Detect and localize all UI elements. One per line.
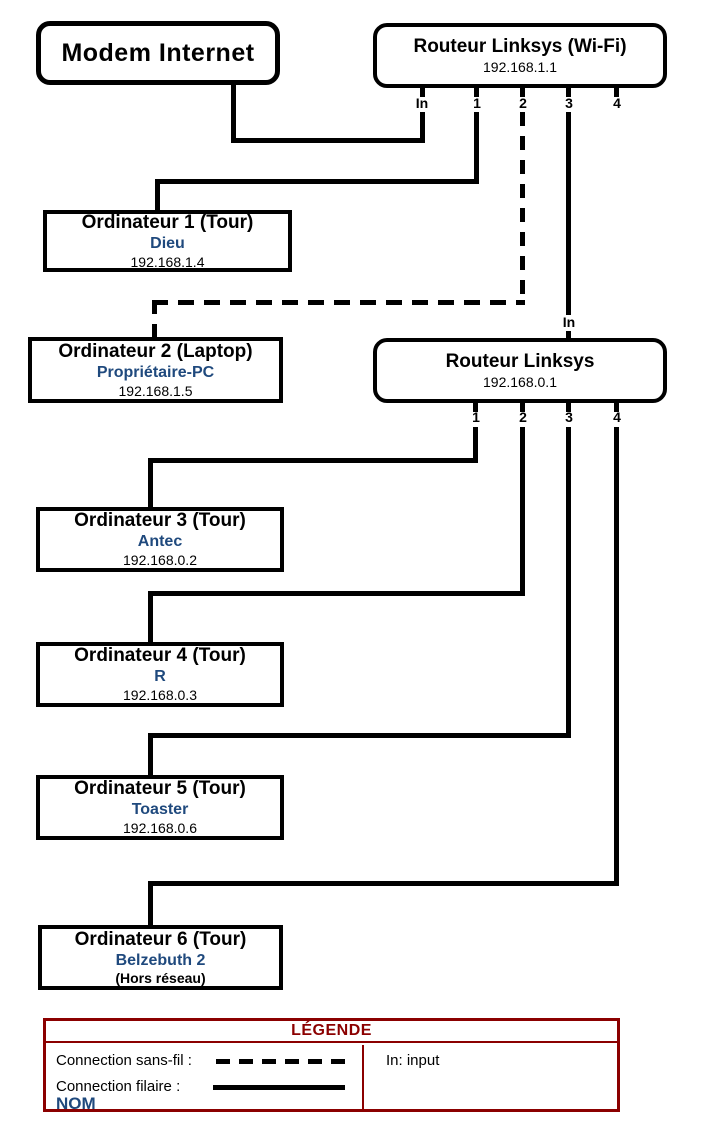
- wire-r2p4-horizontal: [148, 881, 619, 886]
- router1-port-1-label: 1: [473, 95, 481, 111]
- wire-r1p3-to-r2: [566, 112, 571, 315]
- router1-port-in-label: In: [415, 95, 429, 111]
- wire-r2p3-horizontal: [148, 733, 571, 738]
- computer5-name: Toaster: [131, 801, 189, 818]
- router2-title: Routeur Linksys: [445, 350, 595, 372]
- wire-r2p2-to-ord4: [148, 591, 153, 642]
- router2-port-4-stub: [614, 403, 619, 412]
- wire-wifi-to-ord2: [152, 300, 157, 337]
- computer1-title: Ordinateur 1 (Tour): [81, 211, 254, 233]
- wire-wifi-down: [520, 112, 525, 304]
- wire-r1p1-down: [474, 112, 479, 184]
- computer4-box: Ordinateur 4 (Tour) R 192.168.0.3: [36, 642, 284, 707]
- router2-port-2-stub: [520, 403, 525, 412]
- wire-r2p4-down: [614, 427, 619, 886]
- computer5-ip: 192.168.0.6: [123, 820, 197, 836]
- router2-in-stub: [566, 331, 571, 338]
- router1-port-3-stub: [566, 88, 571, 97]
- router2-in-label: In: [562, 314, 576, 330]
- computer1-ip: 192.168.1.4: [130, 253, 205, 270]
- router2-port-4-label: 4: [613, 409, 621, 425]
- computer2-name: Propriétaire-PC: [96, 363, 215, 381]
- computer1-name: Dieu: [150, 234, 185, 252]
- legend-in-note: In: input: [386, 1052, 440, 1069]
- router2-port-2-label: 2: [519, 409, 527, 425]
- computer2-box: Ordinateur 2 (Laptop) Propriétaire-PC 19…: [28, 337, 283, 403]
- router1-port-1-stub: [474, 88, 479, 97]
- wire-r2p2-down: [520, 427, 525, 596]
- computer3-name: Antec: [137, 533, 183, 550]
- computer6-title: Ordinateur 6 (Tour): [74, 928, 247, 950]
- modem-box: Modem Internet: [36, 21, 280, 85]
- computer6-box: Ordinateur 6 (Tour) Belzebuth 2 (Hors ré…: [38, 925, 283, 990]
- computer4-name: R: [154, 668, 166, 685]
- wire-r2p2-horizontal: [148, 591, 525, 596]
- router1-port-4-stub: [614, 88, 619, 97]
- router1-port-in-stub: [420, 88, 425, 97]
- wire-r2p4-to-ord6: [148, 881, 153, 925]
- router1-port-3-label: 3: [565, 95, 573, 111]
- legend-name-label: NOM: [56, 1094, 96, 1113]
- router1-ip: 192.168.1.1: [483, 58, 557, 75]
- computer3-title: Ordinateur 3 (Tour): [74, 510, 246, 531]
- router2-box: Routeur Linksys 192.168.0.1: [373, 338, 667, 403]
- router2-port-3-stub: [566, 403, 571, 412]
- modem-title: Modem Internet: [61, 38, 255, 67]
- router1-port-4-label: 4: [613, 95, 621, 111]
- computer3-box: Ordinateur 3 (Tour) Antec 192.168.0.2: [36, 507, 284, 572]
- router1-port-2-stub: [520, 88, 525, 97]
- wire-r1p1-to-ord1: [155, 179, 160, 210]
- computer4-ip: 192.168.0.3: [123, 687, 197, 703]
- computer3-ip: 192.168.0.2: [123, 552, 197, 568]
- computer2-title: Ordinateur 2 (Laptop): [58, 340, 253, 362]
- wire-r2p3-down: [566, 427, 571, 738]
- computer4-title: Ordinateur 4 (Tour): [74, 645, 246, 666]
- computer6-name: Belzebuth 2: [115, 951, 206, 969]
- wired-line-sample: [213, 1085, 345, 1090]
- wire-r2p1-down: [473, 427, 478, 463]
- legend-wired-label: Connection filaire :: [56, 1078, 181, 1095]
- computer5-box: Ordinateur 5 (Tour) Toaster 192.168.0.6: [36, 775, 284, 840]
- wire-r1p1-horizontal: [155, 179, 479, 184]
- computer6-status: (Hors réseau): [115, 969, 206, 986]
- legend-box: LÉGENDE Connection sans-fil : Connection…: [43, 1018, 620, 1113]
- wireless-line-sample: [216, 1059, 346, 1064]
- router2-ip: 192.168.0.1: [483, 373, 557, 390]
- router1-port-2-label: 2: [519, 95, 527, 111]
- wire-modem-horizontal: [231, 138, 425, 143]
- legend-divider: [362, 1045, 364, 1109]
- legend-header: LÉGENDE: [46, 1021, 617, 1043]
- legend-wireless-label: Connection sans-fil :: [56, 1052, 192, 1069]
- router2-port-3-label: 3: [565, 409, 573, 425]
- router2-port-1-label: 1: [472, 409, 480, 425]
- computer5-title: Ordinateur 5 (Tour): [74, 778, 246, 799]
- wire-modem-drop: [231, 85, 236, 143]
- wire-modem-to-in: [420, 112, 425, 143]
- wire-r2p1-to-ord3: [148, 458, 153, 507]
- computer2-ip: 192.168.1.5: [118, 382, 193, 399]
- wire-wifi-horizontal: [152, 300, 525, 305]
- router1-box: Routeur Linksys (Wi-Fi) 192.168.1.1: [373, 23, 667, 88]
- computer1-box: Ordinateur 1 (Tour) Dieu 192.168.1.4: [43, 210, 292, 272]
- legend-title: LÉGENDE: [291, 1022, 372, 1039]
- router1-title: Routeur Linksys (Wi-Fi): [413, 35, 627, 57]
- router2-port-1-stub: [473, 403, 478, 412]
- wire-r2p3-to-ord5: [148, 733, 153, 775]
- wire-r2p1-horizontal: [148, 458, 478, 463]
